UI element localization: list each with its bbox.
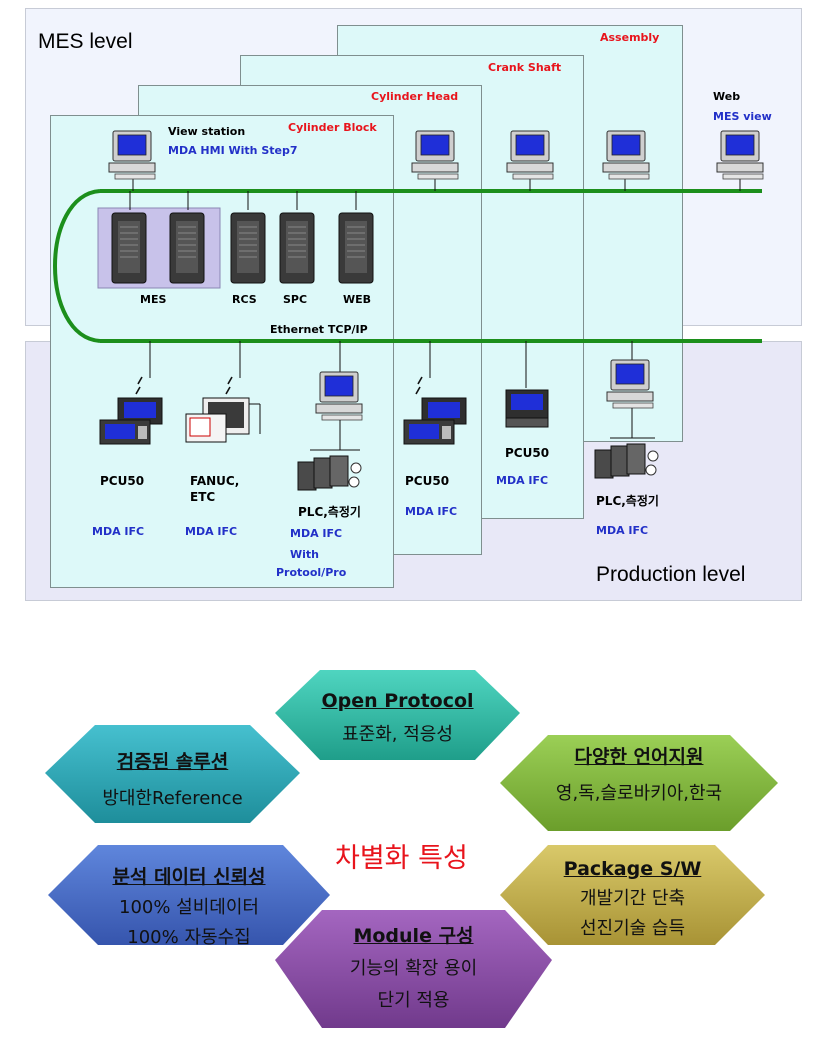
hex-verified-solution	[45, 725, 300, 823]
verified-line: 방대한Reference	[102, 788, 243, 809]
device-ifc-1: MDA IFC	[92, 525, 145, 538]
cylinder-head-label: Cylinder Head	[371, 90, 459, 103]
device-plc-2: PLC,측정기	[596, 494, 659, 508]
network-label: Ethernet TCP/IP	[270, 323, 368, 336]
device-protool-label: Protool/Pro	[276, 566, 347, 579]
hex-module	[275, 910, 552, 1028]
device-ifc-3: MDA IFC	[290, 527, 343, 540]
cylinder-block-layer	[50, 115, 394, 588]
device-plc-1: PLC,측정기	[298, 505, 361, 519]
verified-title: 검증된 솔루션	[116, 751, 229, 773]
device-fanuc: FANUC,	[190, 474, 240, 488]
verified-label: 검증된 솔루션 방대한Reference	[45, 747, 300, 810]
web-label: Web	[713, 90, 741, 103]
open-protocol-line: 표준화, 적응성	[342, 724, 453, 745]
production-level-label: Production level	[596, 563, 746, 586]
language-title: 다양한 언어지원	[574, 746, 704, 768]
language-label: 다양한 언어지원 영,독,슬로바키아,한국	[500, 742, 778, 805]
analysis-title: 분석 데이터 신뢰성	[112, 866, 266, 888]
device-pcu50-1: PCU50	[100, 474, 145, 488]
mes-level-label: MES level	[38, 30, 133, 53]
view-station-subtitle: MDA HMI With Step7	[168, 144, 298, 157]
hex-language-support	[500, 735, 778, 831]
network-diagram	[53, 130, 764, 491]
module-line-1: 기능의 확장 용이	[349, 958, 478, 979]
device-ifc-6: MDA IFC	[596, 524, 649, 537]
package-title: Package S/W	[563, 858, 702, 880]
device-pcu50-2: PCU50	[405, 474, 450, 488]
package-line-1: 개발기간 단축	[579, 888, 686, 909]
device-fanuc-etc: ETC	[190, 490, 216, 504]
server-label-mes: MES	[140, 293, 167, 306]
center-title: 차별화 특성	[335, 843, 468, 874]
feature-hexagons	[45, 670, 778, 1028]
device-ifc-5: MDA IFC	[496, 474, 549, 487]
hex-package-sw	[500, 845, 765, 945]
cylinder-block-label: Cylinder Block	[288, 121, 377, 134]
device-with-label: With	[290, 548, 319, 561]
server-label-spc: SPC	[283, 293, 308, 306]
module-title: Module 구성	[353, 925, 474, 947]
view-station-label: View station	[168, 125, 246, 138]
open-protocol-label: Open Protocol 표준화, 적응성	[275, 690, 520, 746]
open-protocol-title: Open Protocol	[321, 690, 474, 712]
package-line-2: 선진기술 습득	[579, 918, 686, 939]
module-line-2: 단기 적용	[377, 990, 450, 1011]
server-label-rcs: RCS	[232, 293, 257, 306]
hex-open-protocol	[275, 670, 520, 760]
module-label: Module 구성 기능의 확장 용이 단기 적용	[275, 921, 552, 1012]
mes-view-label: MES view	[713, 110, 772, 123]
server-label-web: WEB	[343, 293, 372, 306]
analysis-label: 분석 데이터 신뢰성 100% 설비데이터 100% 자동수집	[48, 862, 330, 949]
analysis-line-2: 100% 자동수집	[127, 927, 251, 948]
device-ifc-4: MDA IFC	[405, 505, 458, 518]
analysis-line-1: 100% 설비데이터	[119, 897, 259, 918]
crank-shaft-label: Crank Shaft	[488, 61, 562, 74]
device-ifc-2: MDA IFC	[185, 525, 238, 538]
device-pcu50-3: PCU50	[505, 446, 550, 460]
package-label: Package S/W 개발기간 단축 선진기술 습득	[500, 858, 765, 940]
assembly-label: Assembly	[600, 31, 660, 44]
hex-analysis-reliability	[48, 845, 330, 945]
language-line: 영,독,슬로바키아,한국	[555, 783, 723, 804]
